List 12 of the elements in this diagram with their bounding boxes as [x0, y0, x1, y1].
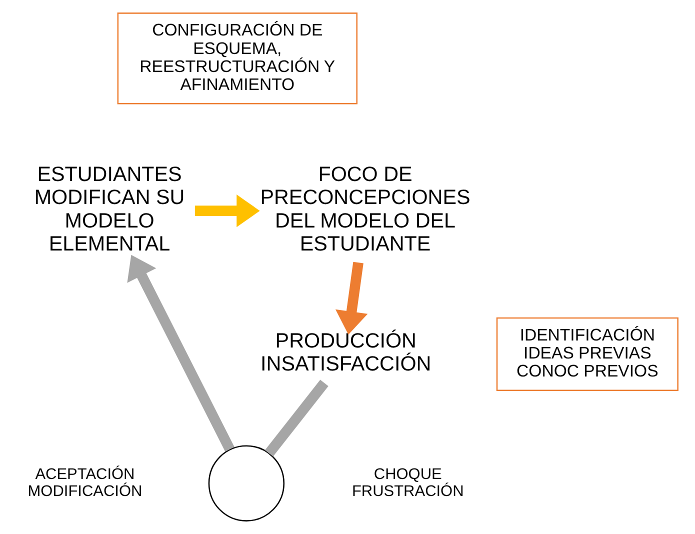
- node-text: FOCO DE PRECONCEPCIONES DEL MODELO DEL ESTUDIANTE: [260, 162, 470, 256]
- node-circle: [208, 445, 285, 522]
- label: CHOQUE FRUSTRACIÓN: [352, 466, 464, 500]
- connector: [264, 380, 328, 457]
- node-box: CONFIGURACIÓN DE ESQUEMA, REESTRUCTURACIÓN Y AFINAMIENTO: [117, 12, 358, 104]
- arrow: [127, 254, 234, 452]
- label: ACEPTACIÓN MODIFICACIÓN: [28, 466, 142, 500]
- node-box: IDENTIFICACIÓN IDEAS PREVIAS CONOC PREVIOS: [496, 317, 678, 391]
- arrow: [194, 194, 260, 228]
- node-text: PRODUCCIÓN INSATISFACCIÓN: [260, 329, 432, 376]
- node-text: ESTUDIANTES MODIFICAN SU MODELO ELEMENTAL: [34, 162, 185, 256]
- arrow: [335, 262, 368, 335]
